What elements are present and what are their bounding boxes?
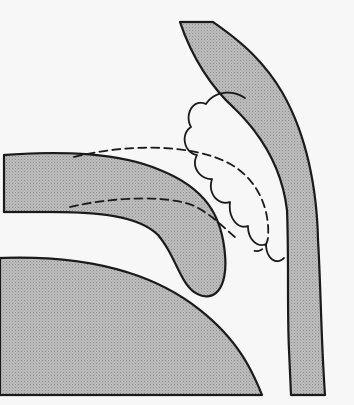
anatomical-diagram xyxy=(0,0,354,405)
